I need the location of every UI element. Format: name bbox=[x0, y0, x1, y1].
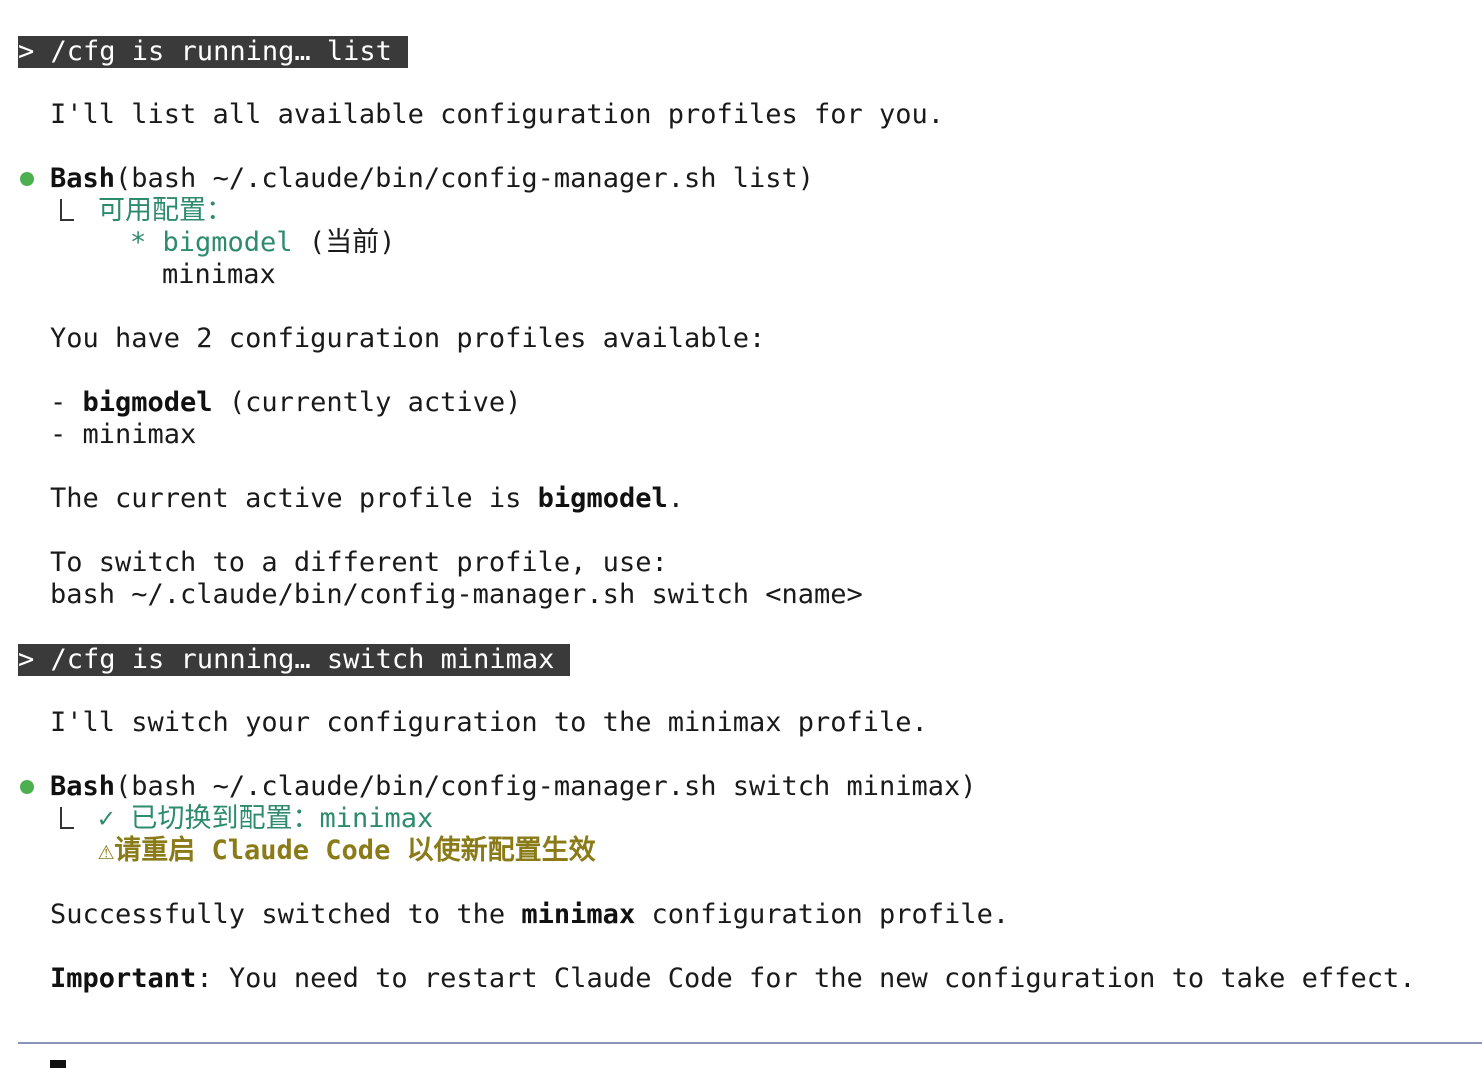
tool-status-dot-icon bbox=[20, 172, 34, 186]
tool-status-dot-icon bbox=[20, 780, 34, 794]
active-profile-suffix: (当前) bbox=[292, 227, 396, 258]
assistant-intro-list: I'll list all available configuration pr… bbox=[50, 99, 945, 130]
important-label: Important bbox=[50, 963, 197, 994]
important-text: : You need to restart Claude Code for th… bbox=[196, 963, 1416, 994]
block-cursor-icon[interactable] bbox=[50, 1060, 66, 1068]
tool-call-switch[interactable]: Bash(bash ~/.claude/bin/config-manager.s… bbox=[50, 771, 977, 803]
tool-name: Bash bbox=[50, 771, 116, 802]
list-item-suffix: (currently active) bbox=[212, 387, 522, 418]
tree-branch-icon bbox=[60, 199, 74, 221]
result-line: Successfully switched to the minimax con… bbox=[50, 899, 1009, 931]
switch-hint-line: To switch to a different profile, use: bbox=[50, 547, 668, 578]
switch-hint-command: bash ~/.claude/bin/config-manager.sh swi… bbox=[50, 579, 863, 610]
result-suffix: configuration profile. bbox=[635, 899, 1010, 930]
current-profile-line: The current active profile is bigmodel. bbox=[50, 483, 684, 515]
result-bold: minimax bbox=[521, 899, 636, 930]
list-item-bigmodel: - bigmodel (currently active) bbox=[50, 387, 521, 419]
list-item-minimax: - minimax bbox=[50, 419, 197, 450]
active-profile-name: bigmodel bbox=[162, 227, 293, 258]
assistant-intro-switch: I'll switch your configuration to the mi… bbox=[50, 707, 928, 738]
tool-output-other-profile: minimax bbox=[162, 259, 276, 290]
result-prefix: Successfully switched to the bbox=[50, 899, 522, 930]
tool-output-header: 可用配置： bbox=[98, 195, 233, 226]
active-marker: * bbox=[130, 227, 163, 258]
tool-name: Bash bbox=[50, 163, 116, 194]
tool-output-success: ✓ 已切换到配置：minimax bbox=[98, 803, 434, 834]
tool-call-list[interactable]: Bash(bash ~/.claude/bin/config-manager.s… bbox=[50, 163, 814, 195]
input-divider bbox=[18, 1042, 1482, 1044]
command-banner-list: > /cfg is running… list bbox=[18, 36, 408, 68]
tool-args: (bash ~/.claude/bin/config-manager.sh sw… bbox=[115, 771, 977, 802]
current-bold: bigmodel bbox=[537, 483, 668, 514]
tool-args: (bash ~/.claude/bin/config-manager.sh li… bbox=[115, 163, 815, 194]
tool-output-warning: ⚠请重启 Claude Code 以使新配置生效 bbox=[98, 835, 596, 866]
summary-profiles: You have 2 configuration profiles availa… bbox=[50, 323, 766, 354]
current-prefix: The current active profile is bbox=[50, 483, 538, 514]
tool-output-active-profile: * bigmodel (当前) bbox=[130, 227, 395, 259]
tree-branch-icon bbox=[60, 807, 74, 829]
command-banner-switch: > /cfg is running… switch minimax bbox=[18, 644, 571, 676]
current-suffix: . bbox=[667, 483, 684, 514]
list-item-bold: bigmodel bbox=[82, 387, 213, 418]
list-bullet: - bbox=[50, 387, 83, 418]
important-note: Important: You need to restart Claude Co… bbox=[50, 963, 1415, 995]
